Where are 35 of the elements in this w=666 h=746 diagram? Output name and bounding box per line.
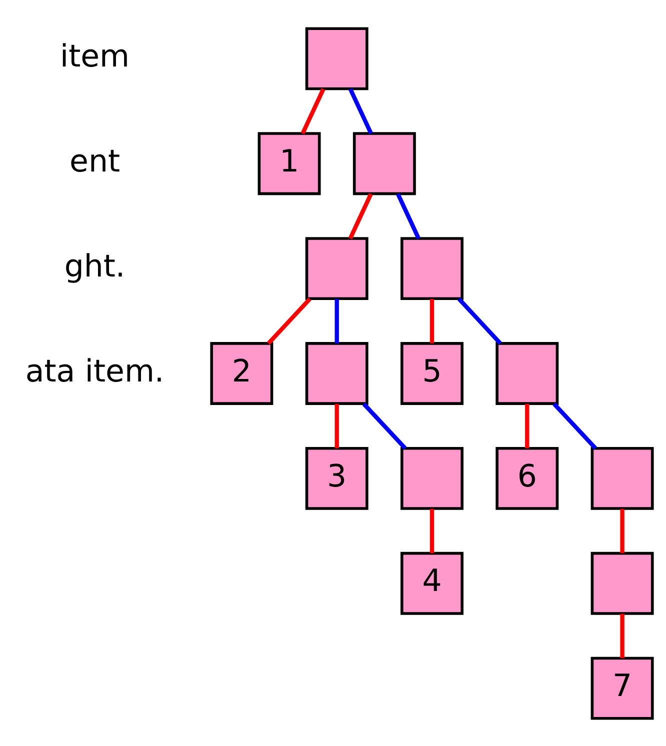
node-box — [590, 446, 654, 510]
node-box — [590, 551, 654, 614]
node-box — [352, 132, 416, 195]
connector — [348, 88, 373, 134]
connector — [300, 88, 326, 134]
connector — [334, 298, 339, 343]
label: ata item. — [25, 352, 164, 389]
node-box: 5 — [400, 342, 464, 404]
node-box — [305, 26, 368, 90]
connector — [396, 192, 421, 239]
label: ent — [70, 142, 120, 179]
connector — [430, 508, 434, 553]
node-box — [400, 446, 464, 510]
node-box: 3 — [305, 446, 368, 510]
connector — [348, 192, 373, 239]
connector — [620, 508, 624, 553]
node-box: 6 — [496, 446, 559, 510]
node-box — [305, 342, 368, 404]
connector — [430, 298, 434, 343]
node-box: 2 — [210, 342, 274, 404]
node-box — [400, 236, 464, 300]
label: item — [60, 38, 130, 74]
node-box — [496, 342, 559, 404]
node-box: 4 — [400, 551, 464, 614]
connector — [457, 297, 502, 344]
node-box: 7 — [590, 656, 654, 720]
node-box: 1 — [258, 132, 321, 195]
connector — [362, 402, 407, 450]
connector — [525, 403, 530, 448]
connector — [266, 297, 312, 344]
connector — [552, 402, 598, 450]
node-box — [305, 236, 368, 300]
connector — [620, 613, 624, 658]
label: ght. — [64, 248, 126, 284]
connector — [334, 403, 339, 448]
